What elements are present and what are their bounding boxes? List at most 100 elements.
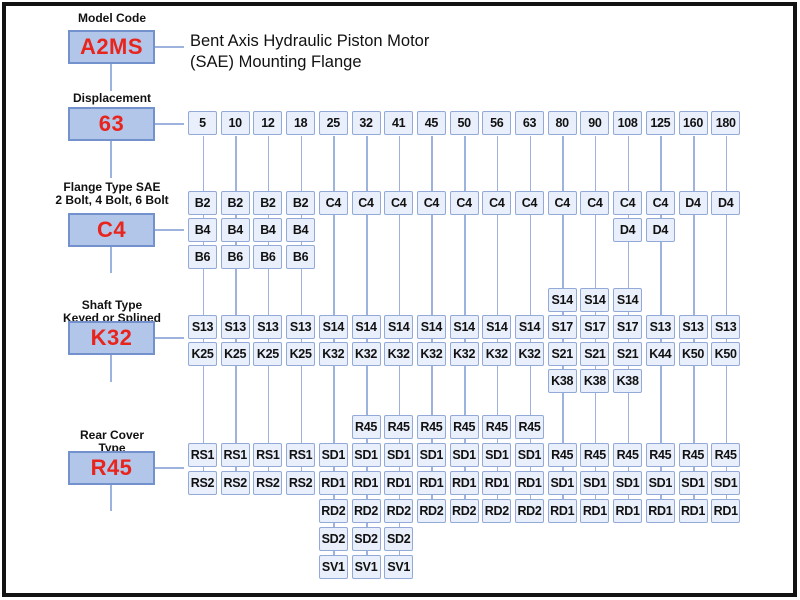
shaft-option-cell: K25	[188, 342, 217, 366]
rear_cover-option-cell: RD1	[449, 471, 479, 495]
rear_cover-option-cell: R45	[645, 443, 675, 467]
rear_cover-option-cell: R45	[351, 415, 381, 439]
displacement-value-box: 63	[68, 107, 155, 141]
shaft-option-cell: K44	[645, 342, 675, 366]
rear-cover-value: R45	[90, 455, 133, 480]
rear_cover-option-cell: SD1	[416, 443, 446, 467]
shaft-option-cell: S21	[547, 342, 577, 366]
flange-option-cell: C4	[645, 191, 675, 215]
rear_cover-option-cell: RS1	[253, 443, 283, 467]
label-line: Rear Cover	[79, 428, 145, 442]
rear_cover-option-cell: R45	[547, 443, 577, 467]
displacement-option-cell: 80	[547, 111, 577, 135]
shaft-option-cell: S13	[711, 315, 741, 339]
rear_cover-option-cell: SV1	[351, 555, 381, 579]
rear_cover-option-cell: RS1	[188, 443, 217, 467]
rear_cover-option-cell: SD1	[580, 471, 610, 495]
displacement-option-cell: 25	[318, 111, 348, 135]
shaft-option-cell: K32	[384, 342, 414, 366]
displacement-option-cell: 18	[286, 111, 316, 135]
displacement-option-cell: 180	[711, 111, 741, 135]
rear_cover-option-cell: RD2	[384, 499, 414, 523]
displacement-option-cell: 10	[220, 111, 250, 135]
shaft-option-cell: S14	[613, 288, 643, 312]
displacement-option-cell: 12	[253, 111, 283, 135]
rear_cover-option-cell: RD2	[416, 499, 446, 523]
rear_cover-option-cell: SD1	[482, 443, 512, 467]
flange-option-cell: B6	[286, 245, 316, 269]
flange-option-cell: C4	[449, 191, 479, 215]
rear_cover-option-cell: RD1	[580, 499, 610, 523]
connector-line	[155, 229, 184, 231]
flange-option-cell: C4	[318, 191, 348, 215]
rear_cover-option-cell: RS2	[286, 471, 316, 495]
displacement-option-cell: 90	[580, 111, 610, 135]
rear_cover-option-cell: RD1	[482, 471, 512, 495]
shaft-option-cell: S14	[318, 315, 348, 339]
label-line: Flange Type SAE	[63, 180, 161, 194]
rear_cover-option-cell: RD1	[711, 499, 741, 523]
model-code-value-box: A2MS	[68, 30, 155, 64]
rear_cover-option-cell: RS1	[220, 443, 250, 467]
displacement-option-cell: 125	[645, 111, 675, 135]
rear_cover-option-cell: RD1	[645, 499, 675, 523]
rear_cover-option-cell: R45	[678, 443, 708, 467]
shaft-option-cell: K50	[678, 342, 708, 366]
rear_cover-option-cell: SD1	[547, 471, 577, 495]
rear-cover-value-box: R45	[68, 451, 155, 485]
shaft-option-cell: K25	[220, 342, 250, 366]
connector-line	[110, 247, 112, 273]
shaft-option-cell: S14	[482, 315, 512, 339]
displacement-option-cell: 160	[678, 111, 708, 135]
diagram-title: Bent Axis Hydraulic Piston Motor (SAE) M…	[190, 31, 429, 73]
connector-line	[155, 467, 184, 469]
displacement-option-cell: 108	[613, 111, 643, 135]
connector-line	[110, 485, 112, 511]
rear_cover-option-cell: R45	[449, 415, 479, 439]
displacement-option-cell: 56	[482, 111, 512, 135]
connector-line	[155, 337, 184, 339]
shaft-option-cell: S13	[645, 315, 675, 339]
rear_cover-option-cell: SD1	[711, 471, 741, 495]
flange-option-cell: D4	[678, 191, 708, 215]
rear_cover-option-cell: SD2	[351, 527, 381, 551]
label-line: 2 Bolt, 4 Bolt, 6 Bolt	[55, 193, 169, 207]
rear_cover-option-cell: RD2	[351, 499, 381, 523]
label-line: Shaft Type	[81, 298, 143, 312]
displacement-option-cell: 41	[384, 111, 414, 135]
rear_cover-option-cell: R45	[482, 415, 512, 439]
flange-option-cell: B6	[220, 245, 250, 269]
rear_cover-option-cell: SD1	[384, 443, 414, 467]
node-label: Model Code	[36, 12, 188, 25]
label-line: Displacement	[72, 91, 152, 105]
title-line-1: Bent Axis Hydraulic Piston Motor	[190, 32, 430, 50]
rear_cover-option-cell: R45	[613, 443, 643, 467]
displacement-option-cell: 50	[449, 111, 479, 135]
flange-option-cell: B4	[188, 218, 217, 242]
flange-value: C4	[96, 217, 127, 242]
shaft-option-cell: K32	[318, 342, 348, 366]
label-line: Model Code	[78, 11, 146, 25]
shaft-option-cell: K25	[286, 342, 316, 366]
node-label: Flange Type SAE 2 Bolt, 4 Bolt, 6 Bolt	[36, 181, 188, 207]
rear_cover-option-cell: SD1	[678, 471, 708, 495]
shaft-option-cell: S13	[253, 315, 283, 339]
flange-option-cell: C4	[482, 191, 512, 215]
shaft-option-cell: S14	[416, 315, 446, 339]
connector-line	[110, 355, 112, 382]
shaft-option-cell: S17	[547, 315, 577, 339]
rear_cover-option-cell: RD2	[318, 499, 348, 523]
rear_cover-option-cell: RS1	[286, 443, 316, 467]
shaft-option-cell: S14	[449, 315, 479, 339]
rear_cover-option-cell: SD1	[449, 443, 479, 467]
shaft-option-cell: S17	[580, 315, 610, 339]
title-line-2: (SAE) Mounting Flange	[190, 53, 362, 71]
flange-option-cell: C4	[580, 191, 610, 215]
node-label: Displacement	[36, 92, 188, 105]
rear_cover-option-cell: R45	[580, 443, 610, 467]
displacement-value: 63	[98, 111, 125, 136]
rear_cover-option-cell: SV1	[384, 555, 414, 579]
rear_cover-option-cell: SD1	[351, 443, 381, 467]
flange-option-cell: C4	[613, 191, 643, 215]
shaft-option-cell: K32	[449, 342, 479, 366]
